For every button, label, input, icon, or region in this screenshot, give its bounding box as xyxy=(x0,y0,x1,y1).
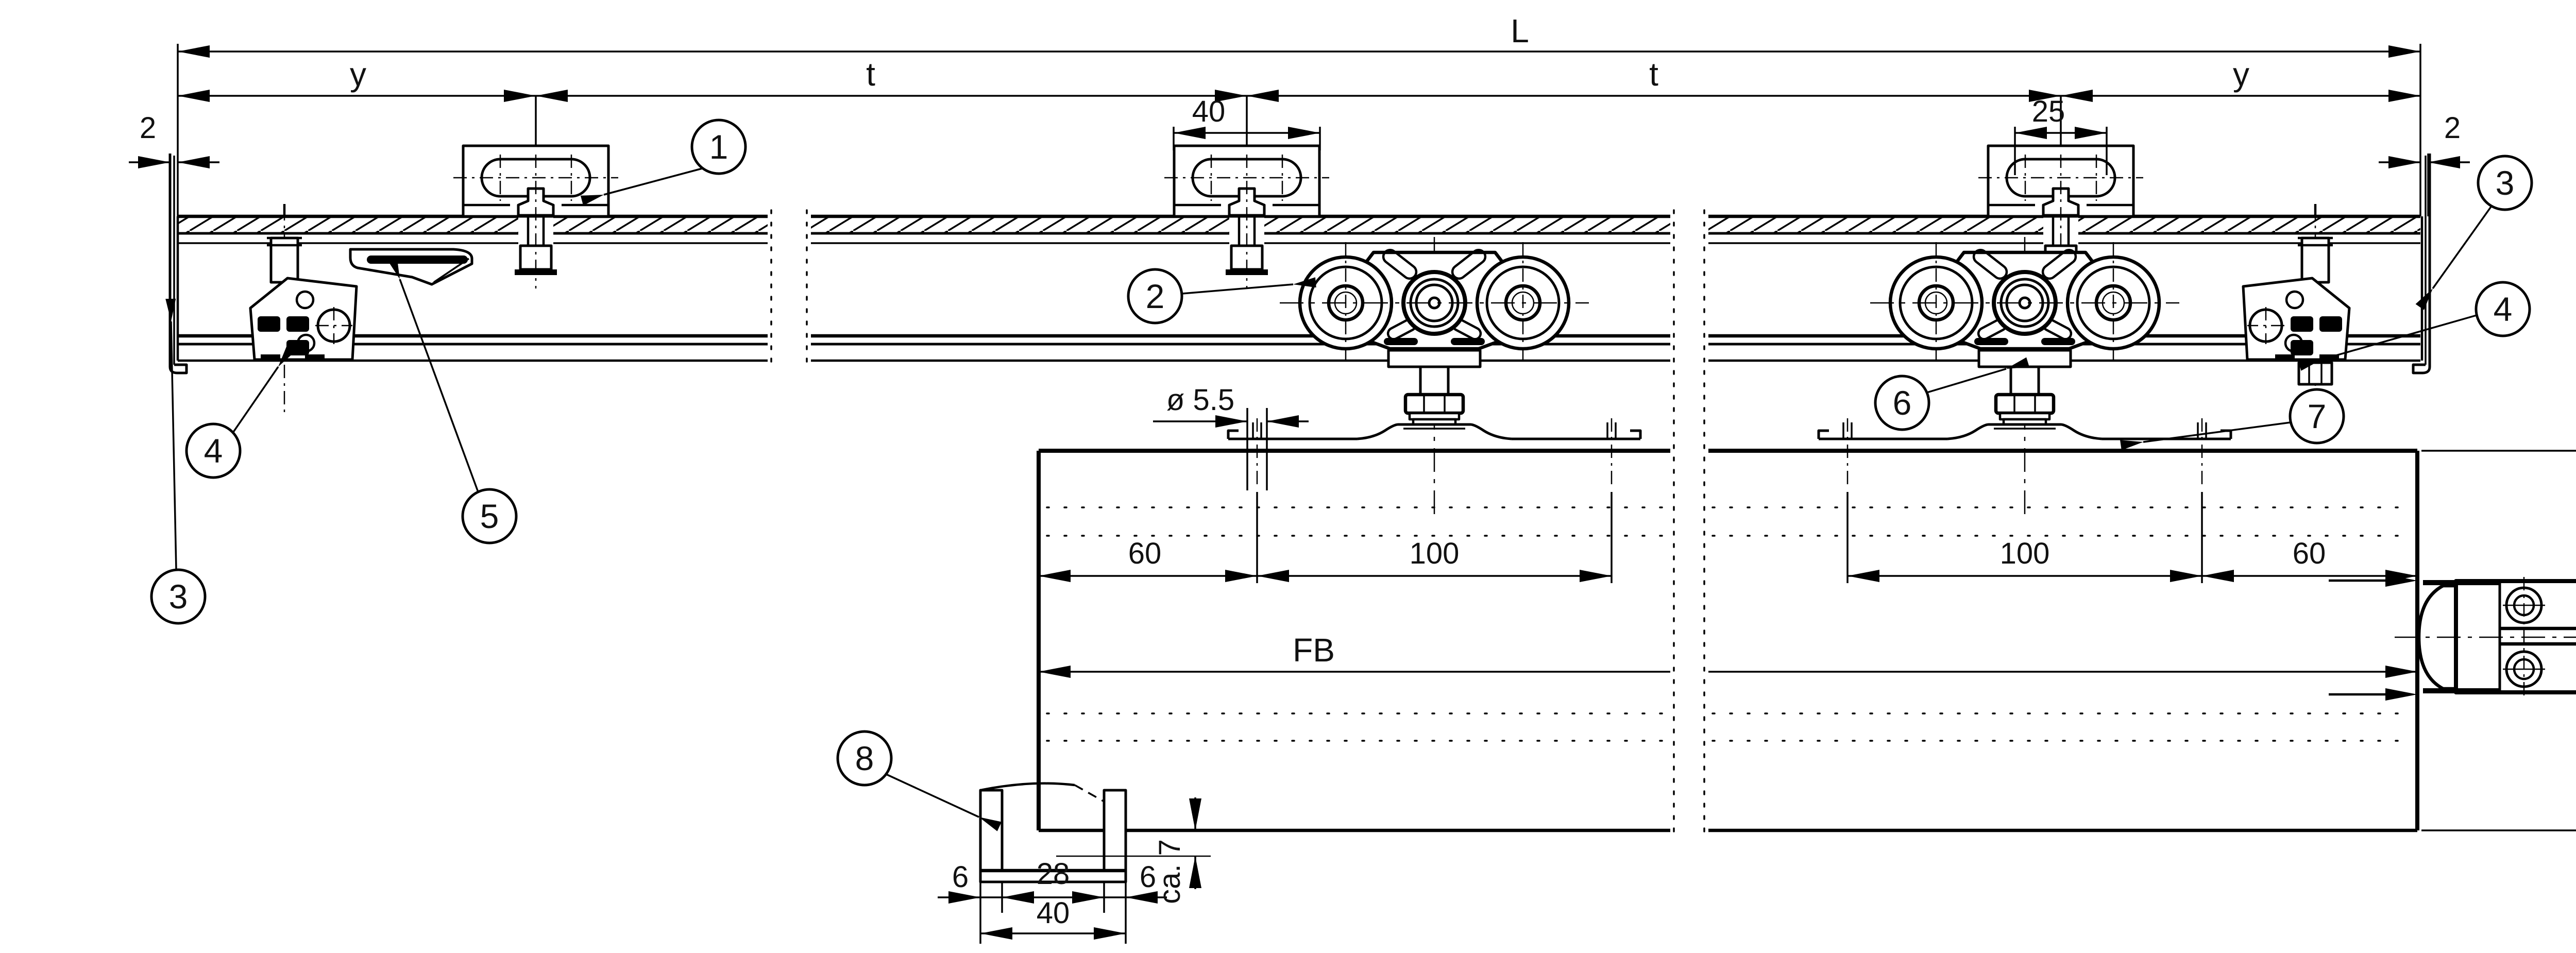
roller-trolley-right xyxy=(1819,237,2231,515)
ceiling-hanger-2 xyxy=(1164,146,1329,288)
left-end-assembly xyxy=(170,154,473,412)
dim-guide-wall-left: 6 xyxy=(952,860,969,894)
door-leaf xyxy=(1037,449,2419,832)
dim-guide-overall-width: 40 xyxy=(1037,896,1070,930)
dim-guide-inner-width: 28 xyxy=(1037,857,1070,891)
dim-guide-wall-right: 6 xyxy=(1140,860,1156,894)
dim-floor-clearance: ca. 7 xyxy=(1153,839,1187,904)
callouts: 1 2 3 4 5 6 xyxy=(150,118,2533,831)
callout-2-roller-trolley: 2 xyxy=(1127,268,1316,325)
retainer-spring-arm xyxy=(349,248,473,286)
ceiling-hanger-1 xyxy=(453,146,618,288)
dim-left-end-offset: 2 xyxy=(140,111,156,145)
dim-screw-spacing-right: 100 xyxy=(2000,537,2050,570)
svg-text:2: 2 xyxy=(1146,277,1165,315)
svg-text:8: 8 xyxy=(855,739,874,777)
callout-3-track-right: 3 xyxy=(2415,155,2533,310)
right-end-assembly xyxy=(2243,154,2430,412)
svg-text:4: 4 xyxy=(204,432,223,470)
callout-4-end-stop-right: 4 xyxy=(2298,281,2531,371)
dim-door-leaf-width: FB xyxy=(1293,632,1335,669)
floor-guide-detail xyxy=(979,782,1211,883)
callout-3-track-left: 3 xyxy=(150,298,207,625)
callout-8-floor-guide: 8 xyxy=(836,730,1002,831)
callout-7-door-bracket: 7 xyxy=(2120,388,2345,451)
roller-trolley-left xyxy=(1228,237,1640,515)
svg-text:6: 6 xyxy=(1893,384,1912,422)
svg-text:5: 5 xyxy=(480,497,499,535)
dim-screw-spacing-left: 100 xyxy=(1410,537,1460,570)
svg-text:1: 1 xyxy=(709,128,728,166)
dim-screw-hole-diameter: ø 5.5 xyxy=(1166,383,1234,417)
callout-6-hanger-bolt: 6 xyxy=(1874,357,2030,431)
break-lines xyxy=(768,208,1708,838)
rail-mounting-hatch xyxy=(178,218,2420,232)
dim-overall-length: L xyxy=(1511,12,1529,49)
svg-text:7: 7 xyxy=(2308,397,2327,435)
dim-right-end-offset: 2 xyxy=(2444,111,2461,145)
dim-edge-to-screw-right: 60 xyxy=(2293,537,2326,570)
svg-text:4: 4 xyxy=(2494,290,2513,328)
dim-left-end-distance: y xyxy=(350,56,366,93)
dim-hanger-spacing-left: t xyxy=(866,56,875,93)
dim-hanger-spacing-right: t xyxy=(1649,56,1658,93)
flush-pull-detail xyxy=(2329,574,2576,701)
callout-4-end-stop-left: 4 xyxy=(185,345,296,479)
callout-5-retainer-spring: 5 xyxy=(387,256,518,544)
callout-1-suspension-bracket: 1 xyxy=(580,118,747,206)
svg-text:3: 3 xyxy=(2496,164,2515,202)
door-core-dotted-lines xyxy=(1046,506,2412,742)
dim-hanger-slot-25: 25 xyxy=(2032,95,2065,128)
svg-text:3: 3 xyxy=(169,577,188,616)
dimensions: L y t t y 2 2 40 25 xyxy=(129,12,2576,944)
dim-right-end-distance: y xyxy=(2233,56,2249,93)
dim-hanger-slot-40: 40 xyxy=(1192,95,1226,128)
dim-edge-to-screw-left: 60 xyxy=(1128,537,1162,570)
